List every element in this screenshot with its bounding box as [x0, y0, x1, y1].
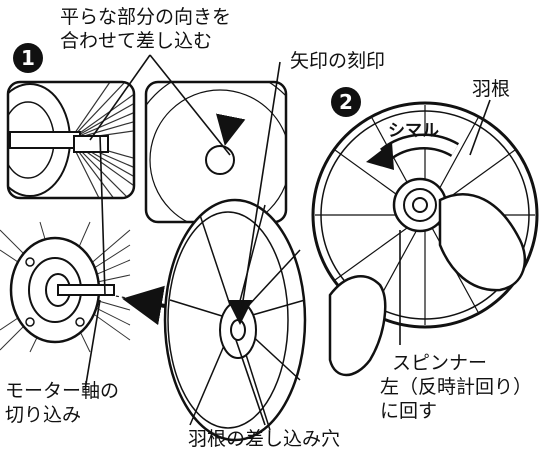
- blade-hole-label: 羽根の差し込み穴: [188, 428, 341, 450]
- spinner-label-line1: スピンナー: [392, 352, 488, 374]
- rotation-arrow-text: シマル: [388, 121, 439, 141]
- arrow-mark-detail-panel: [144, 80, 288, 224]
- blade-callout-line: [469, 99, 491, 156]
- spinner-label-line3: に回す: [380, 400, 438, 422]
- spinner-label-line2: 左（反時計回り）: [380, 376, 533, 398]
- flat-part-label-line2: 合わせて差し込む: [60, 30, 213, 52]
- fan-front-illustration: [311, 101, 539, 377]
- insert-arrow: [122, 285, 166, 326]
- arrow-mark-callout-line: [239, 61, 281, 321]
- flat-part-label-line1: 平らな部分の向きを: [60, 6, 232, 28]
- blade-label: 羽根: [472, 78, 511, 100]
- arrow-mark-label: 矢印の刻印: [290, 50, 386, 72]
- shaft-notch-label-line1: モーター軸の: [5, 380, 120, 402]
- step-1-badge: 1: [13, 43, 43, 73]
- shaft-notch-label-line2: 切り込み: [5, 404, 82, 426]
- flat-callout-lines: [89, 54, 231, 156]
- hole-callout-line: [235, 339, 266, 426]
- fan-blade-illustration: [163, 198, 307, 442]
- shaft-notch-callout-line: [84, 299, 101, 391]
- motor-illustration: [0, 221, 131, 353]
- step-2-badge: 2: [331, 87, 361, 117]
